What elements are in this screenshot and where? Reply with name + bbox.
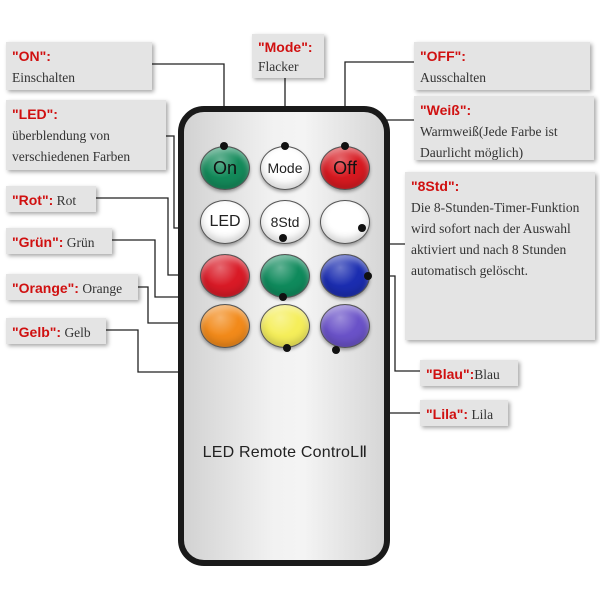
on-button-text: On — [212, 157, 237, 178]
anchor-dot-gelb — [283, 344, 291, 352]
label-on: "ON": Einschalten — [6, 42, 152, 90]
blau-button[interactable] — [320, 254, 370, 298]
label-gruen-desc: Grün — [66, 235, 95, 250]
label-8std-desc: Die 8-Stunden-Timer-Funktion wird sofort… — [411, 200, 580, 278]
label-rot: "Rot": Rot — [6, 186, 96, 212]
lila-button[interactable] — [320, 304, 370, 348]
anchor-dot-lila — [332, 346, 340, 354]
mode-button-text: Mode — [267, 160, 303, 176]
anchor-dot-8std — [279, 234, 287, 242]
label-gruen-key: "Grün": — [12, 234, 64, 250]
anchor-dot-mode — [281, 142, 289, 150]
label-gelb: "Gelb": Gelb — [6, 318, 106, 344]
label-8std: "8Std": Die 8-Stunden-Timer-Funktion wir… — [405, 172, 595, 340]
label-gelb-desc: Gelb — [64, 325, 91, 340]
label-blau-key: "Blau": — [426, 366, 475, 382]
anchor-dot-gruen — [279, 293, 287, 301]
label-orange: "Orange": Orange — [6, 274, 138, 300]
off-button-text: Off — [333, 157, 357, 178]
led-button-text: LED — [209, 213, 241, 230]
orange-button[interactable] — [200, 304, 250, 348]
label-led-desc: überblendung von verschiedenen Farben — [12, 128, 131, 164]
label-led-key: "LED": — [12, 106, 58, 122]
label-mode: "Mode": Flacker — [252, 34, 324, 78]
led-button[interactable]: LED — [200, 200, 250, 244]
anchor-dot-off — [341, 142, 349, 150]
label-rot-desc: Rot — [56, 193, 77, 208]
8std-button-text: 8Std — [270, 214, 300, 230]
label-off: "OFF": Ausschalten — [414, 42, 590, 90]
label-lila-desc: Lila — [471, 407, 494, 422]
label-weiss: "Weiß": Warmweiß(Jede Farbe ist Daurlich… — [414, 96, 594, 160]
label-on-desc: Einschalten — [12, 70, 75, 85]
label-gruen: "Grün": Grün — [6, 228, 112, 254]
label-blau: "Blau":Blau — [420, 360, 518, 386]
label-mode-desc: Flacker — [258, 59, 299, 74]
gelb-button[interactable] — [260, 304, 310, 348]
anchor-dot-blau — [364, 272, 372, 280]
label-off-desc: Ausschalten — [420, 70, 486, 85]
label-lila-key: "Lila": — [426, 406, 469, 422]
label-mode-key: "Mode": — [258, 39, 313, 55]
anchor-dot-weiss — [358, 224, 366, 232]
label-weiss-key: "Weiß": — [420, 102, 472, 118]
gruen-button[interactable] — [260, 254, 310, 298]
label-off-key: "OFF": — [420, 48, 466, 64]
on-button[interactable]: On — [200, 146, 250, 190]
weiss-button[interactable] — [320, 200, 370, 244]
label-orange-key: "Orange": — [12, 280, 79, 296]
remote-model-label: LED Remote ControLⅡ — [202, 444, 368, 461]
label-rot-key: "Rot": — [12, 192, 54, 208]
label-lila: "Lila": Lila — [420, 400, 508, 426]
mode-button[interactable]: Mode — [260, 146, 310, 190]
rot-button[interactable] — [200, 254, 250, 298]
label-led: "LED": überblendung von verschiedenen Fa… — [6, 100, 166, 170]
label-on-key: "ON": — [12, 48, 51, 64]
label-orange-desc: Orange — [82, 281, 123, 296]
label-gelb-key: "Gelb": — [12, 324, 62, 340]
anchor-dot-on — [220, 142, 228, 150]
label-weiss-desc: Warmweiß(Jede Farbe ist Daurlicht möglic… — [420, 124, 558, 160]
label-blau-desc: Blau — [474, 367, 500, 382]
label-8std-key: "8Std": — [411, 178, 460, 194]
off-button[interactable]: Off — [320, 146, 370, 190]
